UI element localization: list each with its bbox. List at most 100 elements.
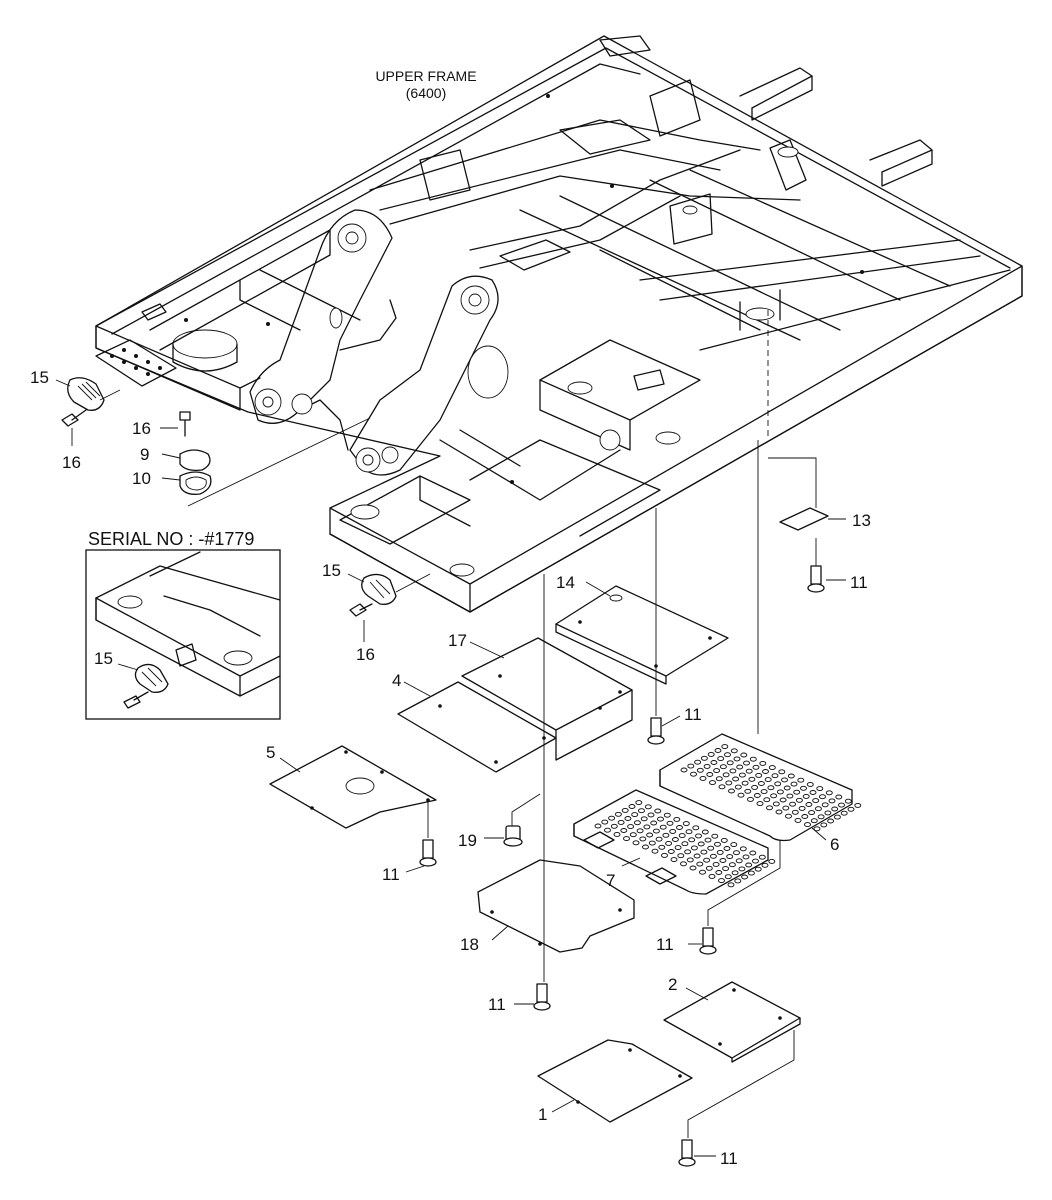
perforation-hole <box>747 870 755 876</box>
perforation-hole <box>709 853 717 859</box>
perforation-hole <box>718 784 726 790</box>
perforation-hole <box>697 841 705 847</box>
perforation-hole <box>733 850 740 856</box>
perforation-hole <box>828 798 836 804</box>
plate-14 <box>555 581 729 685</box>
perforation-hole <box>680 861 687 867</box>
perforation-hole <box>757 781 765 786</box>
callout-11-b: 11 <box>684 705 702 724</box>
perforation-hole <box>813 826 821 832</box>
perforation-hole <box>711 833 719 839</box>
perforation-hole <box>745 862 753 868</box>
perforation-hole <box>764 777 772 783</box>
callout-19: 19 <box>458 831 477 850</box>
callout-16-left: 16 <box>62 453 81 472</box>
perforation-hole <box>782 805 790 811</box>
perforation-hole <box>781 777 788 783</box>
perforation-hole <box>686 857 694 863</box>
perforation-hole <box>696 767 704 773</box>
perforation-hole <box>724 874 732 880</box>
perforation-hole <box>613 831 621 837</box>
plate-1 <box>537 1039 693 1123</box>
perforation-hole <box>790 781 798 787</box>
perforation-hole <box>632 840 640 846</box>
perforation-hole <box>820 822 828 828</box>
perforation-hole <box>720 837 728 843</box>
perforation-hole <box>728 862 736 868</box>
perforation-hole <box>710 760 718 765</box>
perforation-hole <box>726 760 734 766</box>
perforation-hole <box>759 760 767 766</box>
perforation-hole <box>743 760 750 766</box>
perforation-hole <box>707 751 715 757</box>
perforation-hole <box>719 764 727 770</box>
perforation-hole <box>621 807 629 813</box>
perforation-hole <box>648 840 656 846</box>
perforation-hole <box>614 811 622 817</box>
perforation-hole <box>809 790 817 795</box>
bolt-16-center <box>160 411 191 437</box>
perforation-hole <box>730 842 738 848</box>
part-15-center <box>347 573 431 605</box>
perforation-hole <box>639 836 647 842</box>
perforation-hole <box>752 858 759 864</box>
perforation-hole <box>642 844 649 850</box>
perforation-hole <box>738 772 746 778</box>
perforation-hole <box>812 798 820 804</box>
perforation-hole <box>838 802 845 808</box>
perforation-hole <box>785 813 792 819</box>
perforation-hole <box>751 784 759 790</box>
perforation-hole <box>745 768 753 774</box>
bolt-19 <box>484 825 523 847</box>
perforation-hole <box>631 812 639 818</box>
perforation-hole <box>717 756 725 762</box>
perforation-hole <box>840 810 848 816</box>
perforation-hole <box>763 797 771 803</box>
perforation-hole <box>733 756 741 762</box>
perforation-hole <box>742 854 750 860</box>
perforation-hole <box>844 798 852 804</box>
perforation-hole <box>654 808 662 814</box>
perforation-hole <box>662 832 670 838</box>
perforation-hole <box>677 853 685 859</box>
perforation-hole <box>650 820 658 826</box>
callout-16-center: 16 <box>132 419 151 438</box>
perforation-hole <box>627 824 635 830</box>
frame-title-line1: UPPER FRAME <box>375 68 476 84</box>
perforation-hole <box>633 820 641 826</box>
part-15-left <box>55 377 121 411</box>
perforation-hole <box>744 788 752 794</box>
perforation-hole <box>810 818 818 824</box>
perforation-hole <box>741 780 749 786</box>
callout-5: 5 <box>266 743 275 762</box>
perforation-hole <box>647 812 655 818</box>
perforation-hole <box>693 853 701 859</box>
perforation-hole <box>775 809 783 815</box>
perforation-hole <box>779 797 787 803</box>
perforation-hole <box>802 793 810 799</box>
perforation-hole <box>798 805 806 811</box>
perforation-hole <box>766 805 773 811</box>
perforation-hole <box>688 837 696 843</box>
perforation-hole <box>623 836 630 842</box>
callout-2: 2 <box>668 975 677 994</box>
bolt-16-left <box>61 409 87 446</box>
perforation-hole <box>725 780 733 786</box>
perforation-hole <box>704 837 712 843</box>
perforation-hole <box>786 793 794 799</box>
callout-7: 7 <box>606 871 615 890</box>
perforation-hole <box>608 815 616 821</box>
perforation-hole <box>673 816 681 822</box>
perforation-hole <box>753 793 761 798</box>
perforation-hole <box>685 829 693 835</box>
bolt-11-e <box>514 983 551 1011</box>
perforation-hole <box>722 866 730 872</box>
perforation-hole <box>690 771 697 777</box>
perforation-hole <box>732 776 740 782</box>
perforation-hole <box>665 840 673 846</box>
perforation-hole <box>824 810 832 816</box>
perforation-hole <box>827 818 835 824</box>
perforation-hole <box>601 819 609 825</box>
perforation-hole <box>640 816 648 822</box>
perforation-hole <box>638 808 645 814</box>
